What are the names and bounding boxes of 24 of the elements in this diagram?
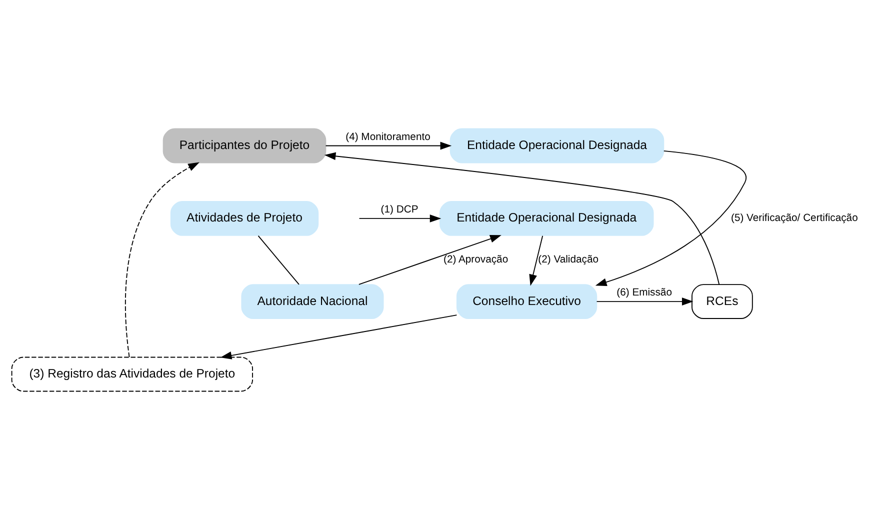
arrow: [324, 152, 720, 284]
arrow: [358, 234, 502, 284]
node-box: Entidade Operacional Designada: [439, 200, 654, 236]
arrow: [124, 162, 200, 357]
edge-label: (4) Monitoramento: [346, 131, 430, 142]
arrow: [595, 150, 747, 286]
node-box: Entidade Operacional Designada: [450, 128, 664, 163]
node-box: Atividades de Projeto: [170, 200, 319, 236]
arrow: [220, 314, 458, 359]
node-box: (3) Registro das Atividades de Projeto: [11, 356, 253, 392]
node-box: RCEs: [692, 284, 753, 318]
arrow: [358, 214, 442, 222]
arrow: [529, 234, 544, 286]
edge-label: (1) DCP: [380, 204, 418, 216]
arrow: [596, 297, 694, 306]
node-box: Participantes do Projeto: [162, 128, 326, 163]
edge-label: (2) Aprovação: [444, 254, 508, 266]
arrow: [325, 141, 452, 150]
connector: [258, 234, 300, 284]
node-box: Autoridade Nacional: [241, 284, 384, 318]
edge-label: (2) Validação: [538, 254, 599, 266]
edge-label: (5) Verificação/ Certificação: [730, 212, 858, 224]
node-box: Conselho Executivo: [456, 284, 598, 318]
edge-label: (6) Emissão: [616, 287, 672, 298]
